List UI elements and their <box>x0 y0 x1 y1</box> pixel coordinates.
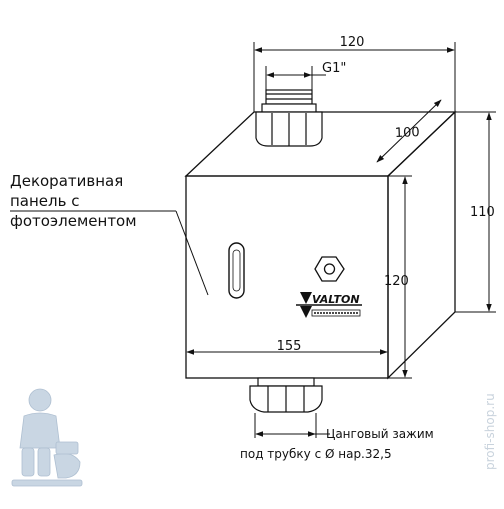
panel-callout-line1: Декоративная <box>10 172 123 190</box>
brand-logo: VALTON <box>296 292 362 318</box>
panel-callout: Декоративная панель с фотоэлементом <box>10 172 209 296</box>
clamp-callout: Цанговый зажим под трубку с Ø нар.32,5 <box>240 427 434 461</box>
site-watermark: profi-shop.ru <box>483 393 497 470</box>
box-side-face <box>387 110 456 380</box>
bottom-collet-clamp <box>249 377 323 413</box>
adjust-screw-icon <box>314 256 345 282</box>
photocell-inner <box>232 249 241 292</box>
extension-lines <box>185 42 496 438</box>
clamp-callout-line1: Цанговый зажим <box>326 427 434 441</box>
dim-front-height: 120 <box>384 274 409 289</box>
plumber-mascot-logo <box>11 388 83 487</box>
dim-top-width: 120 <box>340 35 365 50</box>
panel-callout-line3: фотоэлементом <box>10 212 137 230</box>
dimension-lines <box>186 47 492 437</box>
device-box <box>184 110 457 380</box>
clamp-callout-line2: под трубку с Ø нар.32,5 <box>240 447 392 461</box>
photocell-window <box>228 242 245 299</box>
top-nut <box>255 89 323 147</box>
dim-line-100 <box>376 99 442 163</box>
dim-depth: 100 <box>395 125 420 141</box>
brand-text: VALTON <box>312 293 360 306</box>
dim-thread: G1" <box>322 61 346 76</box>
dim-right-height: 110 <box>470 205 495 220</box>
panel-callout-line2: панель с <box>10 192 79 210</box>
dim-front-width: 155 <box>277 339 302 354</box>
